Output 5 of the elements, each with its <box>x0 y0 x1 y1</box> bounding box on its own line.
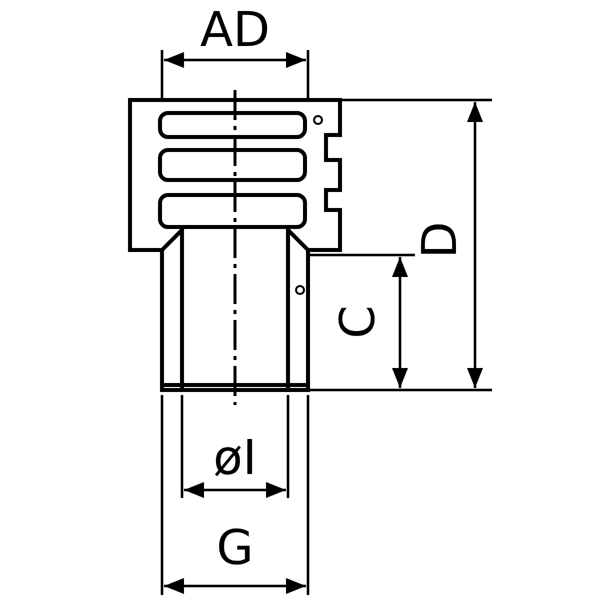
dimension-label: AD <box>200 6 270 54</box>
dimension-label: D <box>416 222 464 258</box>
dimension-label: G <box>216 524 254 572</box>
dimension-label: øI <box>213 434 257 482</box>
dimension-label: C <box>334 305 382 339</box>
